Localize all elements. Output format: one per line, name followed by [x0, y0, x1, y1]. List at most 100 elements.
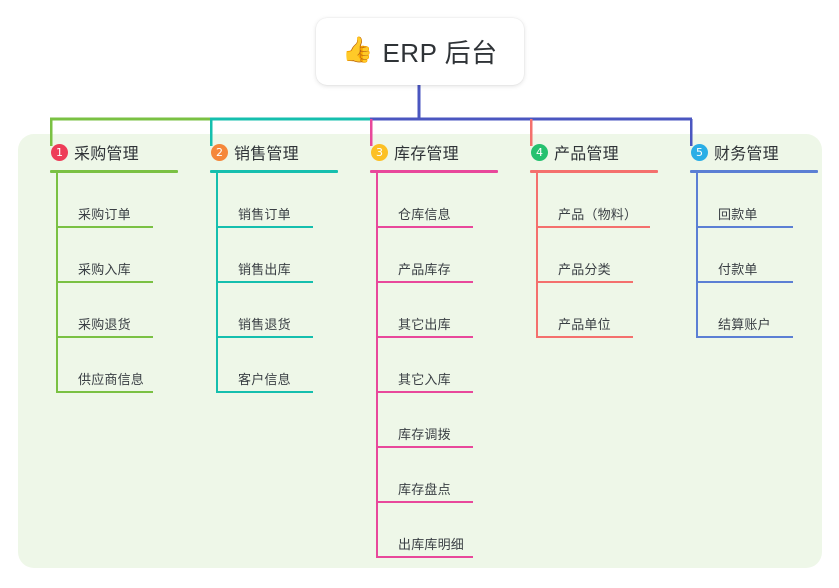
- diagram-panel: [18, 134, 822, 568]
- branch-badge-5: 5: [691, 143, 708, 161]
- branch-badge-2: 2: [211, 143, 228, 161]
- leaf-node[interactable]: 采购入库: [56, 228, 194, 283]
- leaf-node[interactable]: 库存调拨: [376, 393, 514, 448]
- leaf-node-label: 出库库明细: [398, 537, 465, 552]
- leaf-node-label: 其它入库: [398, 372, 451, 387]
- leaf-node[interactable]: 其它入库: [376, 338, 514, 393]
- leaf-node[interactable]: 供应商信息: [56, 338, 194, 393]
- leaf-node-rule: [376, 226, 473, 228]
- leaf-node-label: 采购退货: [78, 317, 131, 332]
- leaf-node-rule: [56, 391, 153, 393]
- branch-header-1[interactable]: 1 采购管理: [34, 134, 194, 170]
- leaf-node-label: 仓库信息: [398, 207, 451, 222]
- leaf-node-label: 采购入库: [78, 262, 131, 277]
- leaf-node[interactable]: 出库库明细: [376, 503, 514, 558]
- branch-title-1: 采购管理: [74, 146, 139, 163]
- branch-body-2: 销售订单销售出库销售退货客户信息: [216, 173, 354, 393]
- leaf-node-label: 库存调拨: [398, 427, 451, 442]
- leaf-node-label: 销售出库: [238, 262, 291, 277]
- leaf-node-label: 结算账户: [718, 317, 771, 332]
- leaf-node[interactable]: 销售出库: [216, 228, 354, 283]
- leaf-node[interactable]: 客户信息: [216, 338, 354, 393]
- branch-rule-2: [210, 170, 338, 173]
- root-node[interactable]: 👍 ERP 后台: [316, 18, 524, 85]
- branch-body-3: 仓库信息产品库存其它出库其它入库库存调拨库存盘点出库库明细: [376, 173, 514, 558]
- leaf-node-rule: [376, 446, 473, 448]
- branch-header-3[interactable]: 3 库存管理: [354, 134, 514, 170]
- branch-rule-3: [370, 170, 498, 173]
- leaf-node-rule: [376, 281, 473, 283]
- branch-rule-5: [690, 170, 818, 173]
- leaf-node[interactable]: 销售订单: [216, 173, 354, 228]
- branch-badge-4: 4: [531, 143, 548, 161]
- branch-column-1: 1 采购管理采购订单采购入库采购退货供应商信息: [34, 134, 194, 568]
- leaf-node[interactable]: 其它出库: [376, 283, 514, 338]
- branch-column-2: 2 销售管理销售订单销售出库销售退货客户信息: [194, 134, 354, 568]
- branch-title-4: 产品管理: [554, 146, 619, 163]
- branch-title-2: 销售管理: [234, 146, 299, 163]
- leaf-node-rule: [376, 391, 473, 393]
- branch-spine-1: [56, 173, 58, 393]
- leaf-node[interactable]: 回款单: [696, 173, 834, 228]
- leaf-node-label: 销售订单: [238, 207, 291, 222]
- leaf-node-rule: [536, 336, 633, 338]
- leaf-node[interactable]: 销售退货: [216, 283, 354, 338]
- leaf-node[interactable]: 产品库存: [376, 228, 514, 283]
- leaf-node[interactable]: 库存盘点: [376, 448, 514, 503]
- leaf-node-rule: [376, 556, 473, 558]
- leaf-node[interactable]: 采购退货: [56, 283, 194, 338]
- leaf-node-rule: [216, 391, 313, 393]
- thumbs-up-icon: 👍: [342, 36, 374, 64]
- leaf-node-rule: [376, 501, 473, 503]
- leaf-node-label: 付款单: [718, 262, 758, 277]
- branch-column-3: 3 库存管理仓库信息产品库存其它出库其它入库库存调拨库存盘点出库库明细: [354, 134, 514, 568]
- leaf-node-rule: [536, 226, 650, 228]
- leaf-node-label: 产品分类: [558, 262, 611, 277]
- branch-columns: 1 采购管理采购订单采购入库采购退货供应商信息 2 销售管理销售订单销售出库销售退货客…: [18, 134, 822, 568]
- branch-badge-1: 1: [51, 143, 68, 161]
- branch-rule-4: [530, 170, 658, 173]
- leaf-node-label: 其它出库: [398, 317, 451, 332]
- leaf-node-rule: [696, 226, 793, 228]
- leaf-node-label: 销售退货: [238, 317, 291, 332]
- leaf-node[interactable]: 采购订单: [56, 173, 194, 228]
- branch-body-4: 产品（物料） 产品分类产品单位: [536, 173, 674, 338]
- leaf-node-rule: [56, 281, 153, 283]
- branch-badge-3: 3: [371, 143, 388, 161]
- leaf-node-rule: [216, 336, 313, 338]
- branch-header-4[interactable]: 4 产品管理: [514, 134, 674, 170]
- leaf-node-rule: [696, 281, 793, 283]
- branch-rule-1: [50, 170, 178, 173]
- leaf-node-label: 采购订单: [78, 207, 131, 222]
- leaf-node[interactable]: 产品分类: [536, 228, 674, 283]
- branch-title-3: 库存管理: [394, 146, 459, 163]
- leaf-node-rule: [696, 336, 793, 338]
- branch-body-5: 回款单付款单结算账户: [696, 173, 834, 338]
- branch-spine-4: [536, 173, 538, 338]
- branch-spine-5: [696, 173, 698, 338]
- leaf-node-rule: [536, 281, 633, 283]
- leaf-node-label: 产品库存: [398, 262, 451, 277]
- leaf-node-rule: [216, 226, 313, 228]
- branch-body-1: 采购订单采购入库采购退货供应商信息: [56, 173, 194, 393]
- leaf-node-rule: [216, 281, 313, 283]
- leaf-node-rule: [56, 336, 153, 338]
- leaf-node-label: 回款单: [718, 207, 758, 222]
- branch-header-2[interactable]: 2 销售管理: [194, 134, 354, 170]
- branch-column-4: 4 产品管理产品（物料） 产品分类产品单位: [514, 134, 674, 568]
- leaf-node-rule: [376, 336, 473, 338]
- leaf-node[interactable]: 结算账户: [696, 283, 834, 338]
- branch-spine-3: [376, 173, 378, 558]
- leaf-node[interactable]: 产品单位: [536, 283, 674, 338]
- leaf-node[interactable]: 产品（物料）: [536, 173, 674, 228]
- leaf-node[interactable]: 仓库信息: [376, 173, 514, 228]
- leaf-node-label: 供应商信息: [78, 372, 145, 387]
- leaf-node-label: 客户信息: [238, 372, 291, 387]
- root-node-label: ERP 后台: [382, 38, 498, 68]
- leaf-node[interactable]: 付款单: [696, 228, 834, 283]
- branch-spine-2: [216, 173, 218, 393]
- leaf-node-rule: [56, 226, 153, 228]
